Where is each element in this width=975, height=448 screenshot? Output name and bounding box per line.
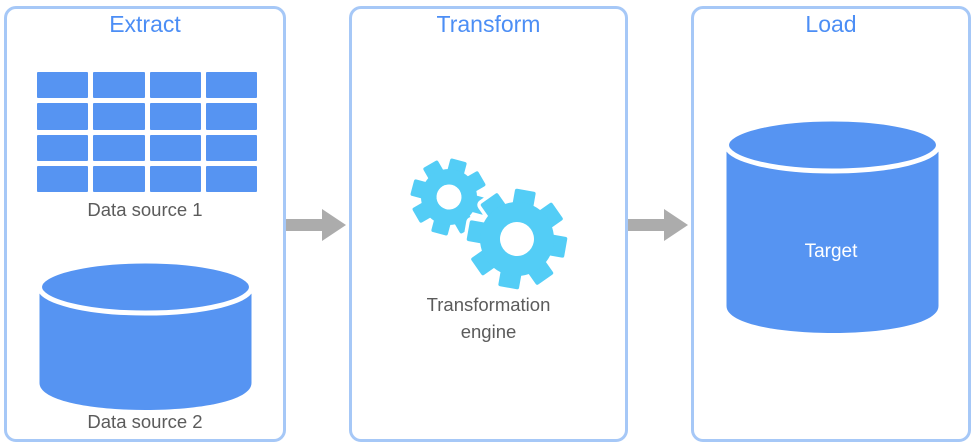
table-cell bbox=[37, 165, 89, 192]
table-cell bbox=[37, 103, 89, 130]
data-source-2-label: Data source 2 bbox=[87, 411, 203, 432]
arrow-right-icon bbox=[628, 209, 688, 241]
database-cylinder-icon bbox=[725, 116, 940, 333]
table-cell bbox=[37, 134, 89, 161]
table-cell bbox=[37, 72, 89, 99]
data-source-1-label: Data source 1 bbox=[87, 199, 203, 220]
table-cell bbox=[93, 103, 145, 130]
table-cell bbox=[93, 72, 145, 99]
table-cell bbox=[205, 72, 257, 99]
arrow-right-icon bbox=[286, 209, 346, 241]
small-gear-icon bbox=[410, 158, 488, 236]
target-label: Target bbox=[804, 241, 858, 262]
table-cell bbox=[149, 72, 201, 99]
database-cylinder-icon bbox=[38, 258, 253, 410]
gears-icon bbox=[410, 158, 571, 293]
table-cell bbox=[205, 165, 257, 192]
extract-panel-title: Extract bbox=[109, 11, 181, 37]
table-cell bbox=[93, 165, 145, 192]
load-panel: Load Target bbox=[691, 6, 971, 442]
extract-panel: Extract Data source 1 Data source 2 bbox=[4, 6, 286, 442]
load-panel-title: Load bbox=[805, 11, 857, 37]
table-cell bbox=[205, 103, 257, 130]
table-cell bbox=[149, 103, 201, 130]
table-cell bbox=[149, 165, 201, 192]
table-icon bbox=[37, 72, 257, 192]
table-cell bbox=[93, 134, 145, 161]
transform-panel: Transform bbox=[349, 6, 628, 442]
large-gear-icon bbox=[466, 188, 568, 290]
transformation-engine-label: Transformation engine bbox=[426, 294, 551, 342]
transform-panel-title: Transform bbox=[436, 11, 541, 37]
table-cell bbox=[149, 134, 201, 161]
table-cell bbox=[205, 134, 257, 161]
